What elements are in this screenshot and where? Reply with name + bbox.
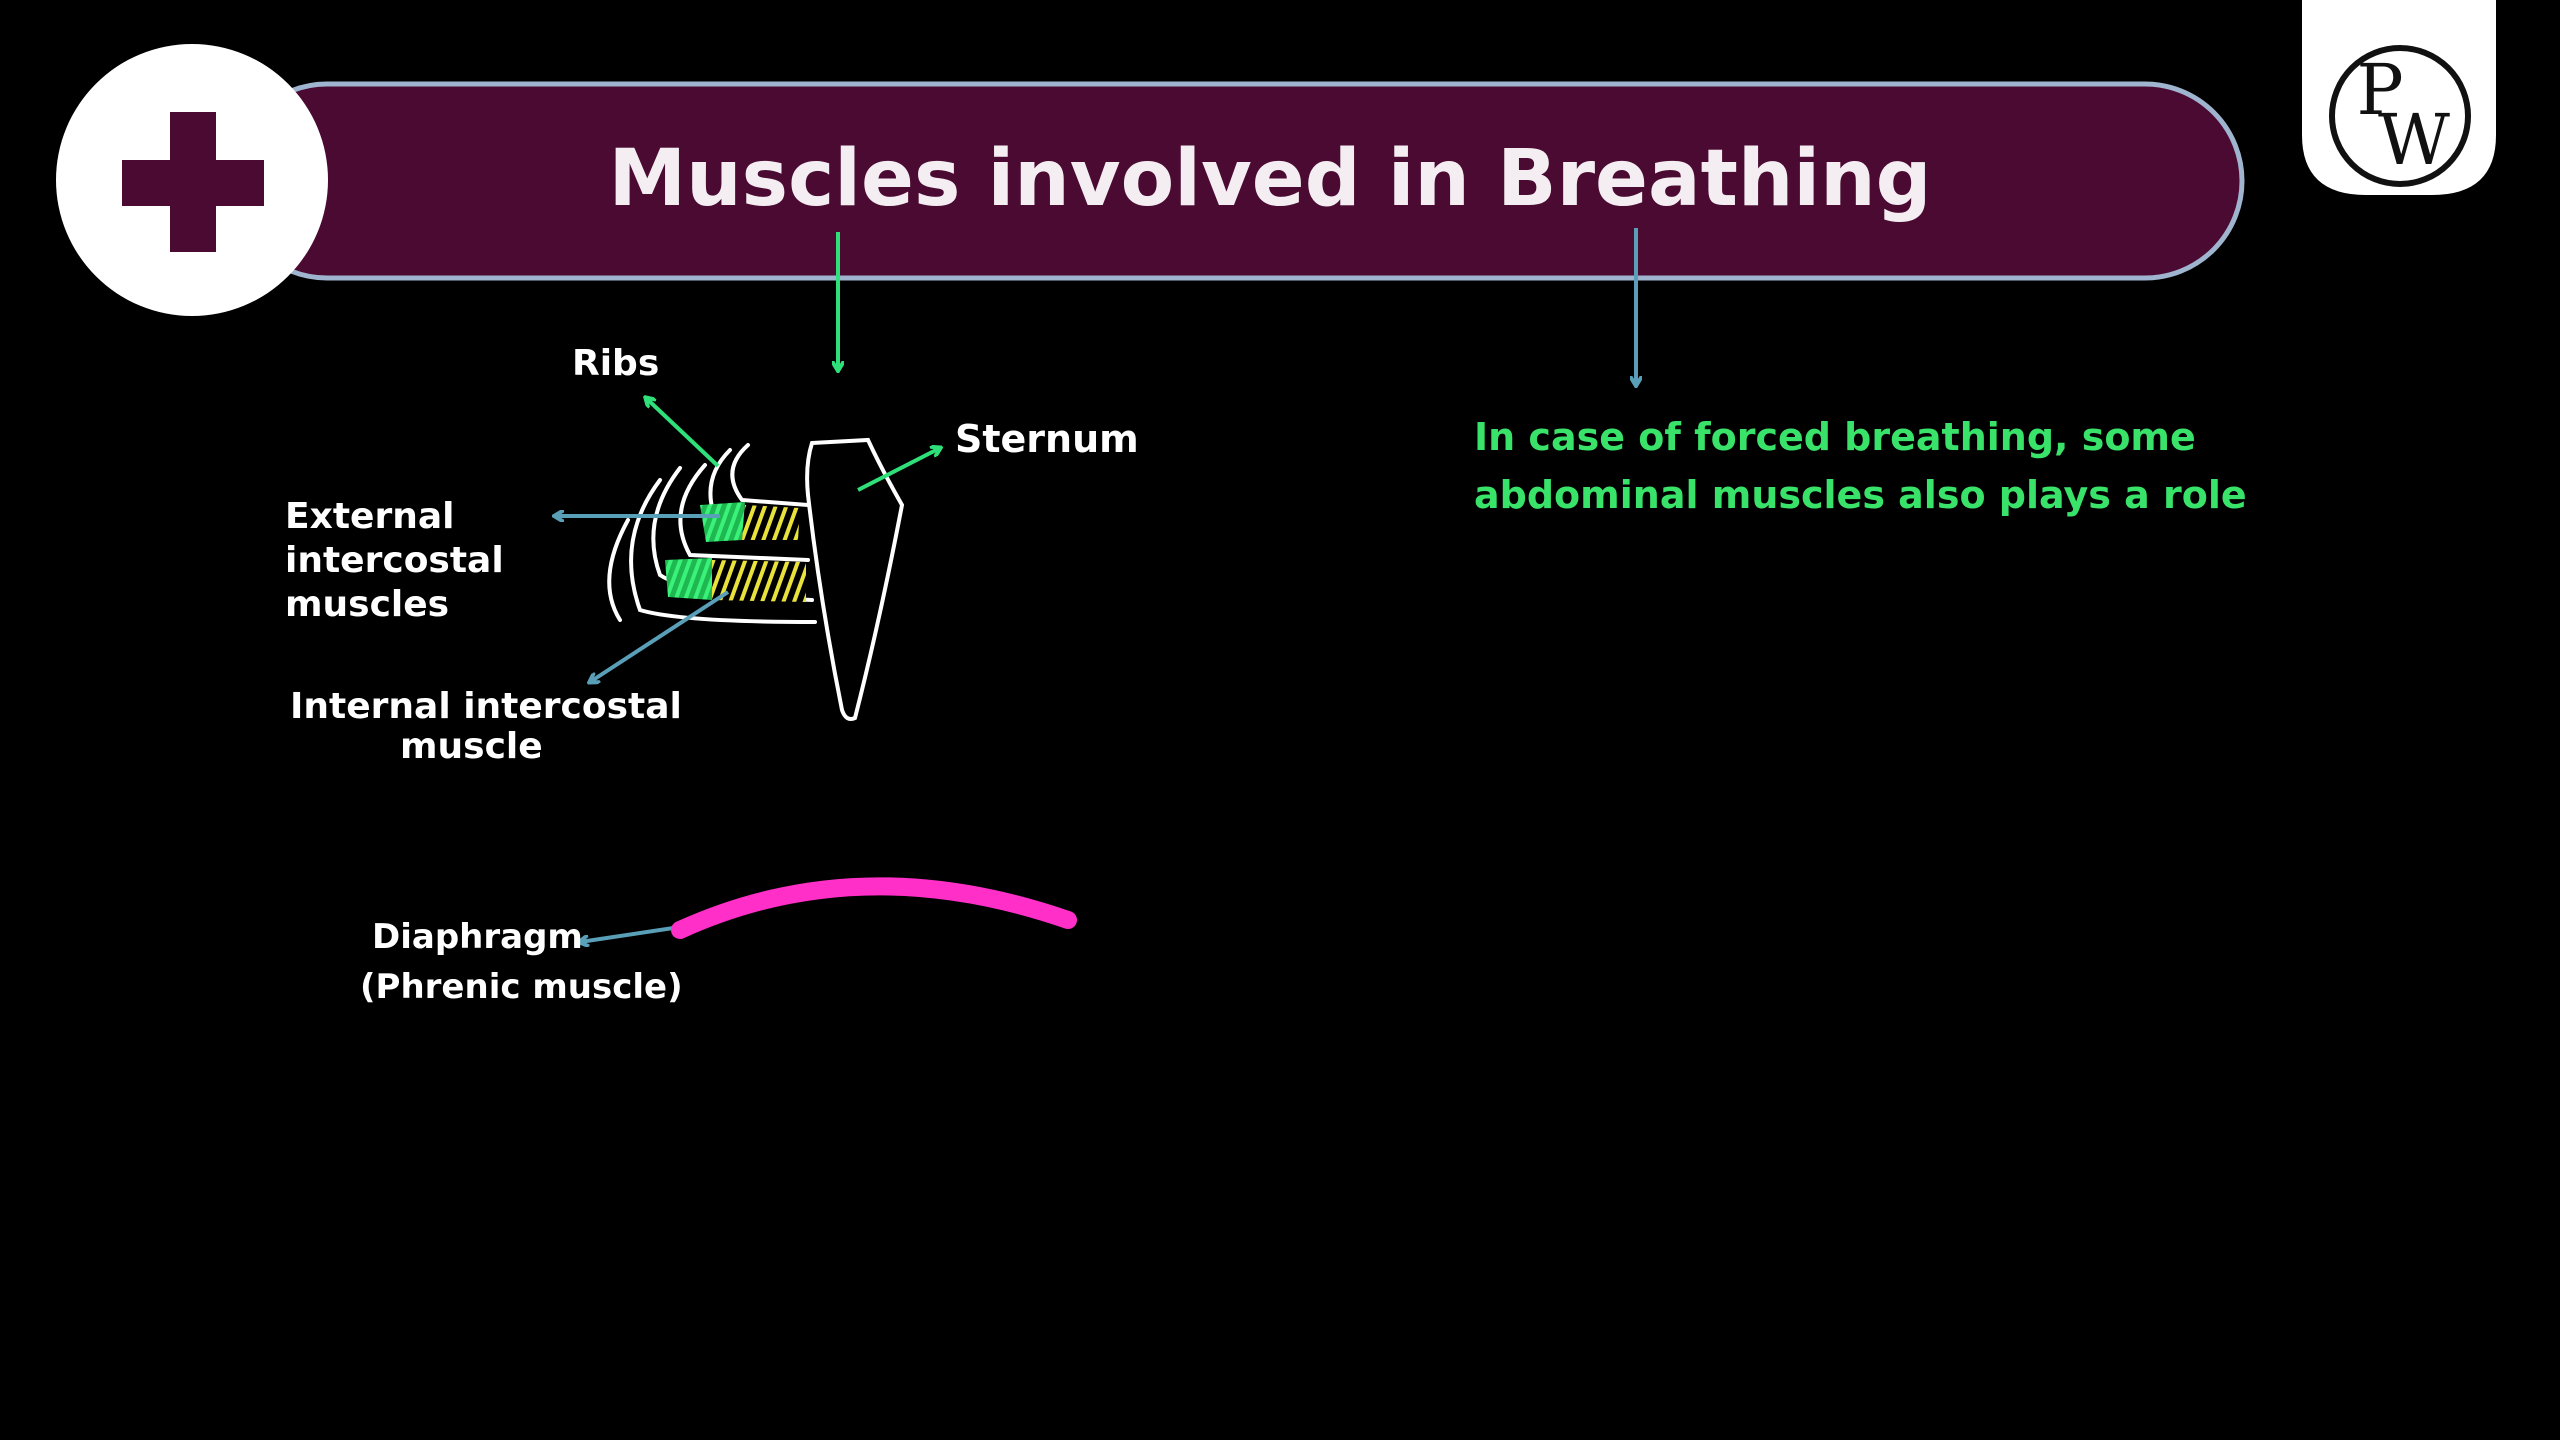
diaphragm-label-1: Diaphragm bbox=[372, 917, 583, 957]
plus-icon bbox=[122, 112, 264, 252]
external-intercostal-muscle bbox=[665, 502, 745, 600]
page-title: Muscles involved in Breathing bbox=[609, 134, 1932, 224]
plus-badge bbox=[56, 44, 328, 316]
internal-intercostal-label-1: Internal intercostal bbox=[290, 686, 682, 727]
internal-intercostal-muscle bbox=[712, 505, 806, 602]
external-intercostal-label-2: intercostal bbox=[285, 540, 504, 581]
ribs-label: Ribs bbox=[572, 343, 659, 384]
note-line-2: abdominal muscles also plays a role bbox=[1474, 473, 2247, 517]
ribs-arrow bbox=[646, 398, 720, 468]
sternum-shape bbox=[805, 437, 905, 721]
internal-intercostal-arrow bbox=[590, 590, 730, 682]
diaphragm-stroke bbox=[671, 877, 1077, 939]
logo-letter-w: W bbox=[2378, 99, 2450, 181]
pw-logo: P W bbox=[2302, 0, 2496, 195]
note-line-1: In case of forced breathing, some bbox=[1474, 415, 2196, 459]
sternum-label: Sternum bbox=[955, 417, 1139, 461]
title-banner: Muscles involved in Breathing bbox=[227, 81, 2245, 281]
internal-intercostal-label-2: muscle bbox=[400, 726, 543, 767]
external-intercostal-label-1: External bbox=[285, 496, 454, 537]
diaphragm-label-2: (Phrenic muscle) bbox=[360, 967, 683, 1007]
sternum-arrow bbox=[857, 448, 940, 492]
external-intercostal-label-3: muscles bbox=[285, 584, 449, 625]
logo-letter-p: P bbox=[2356, 49, 2403, 131]
